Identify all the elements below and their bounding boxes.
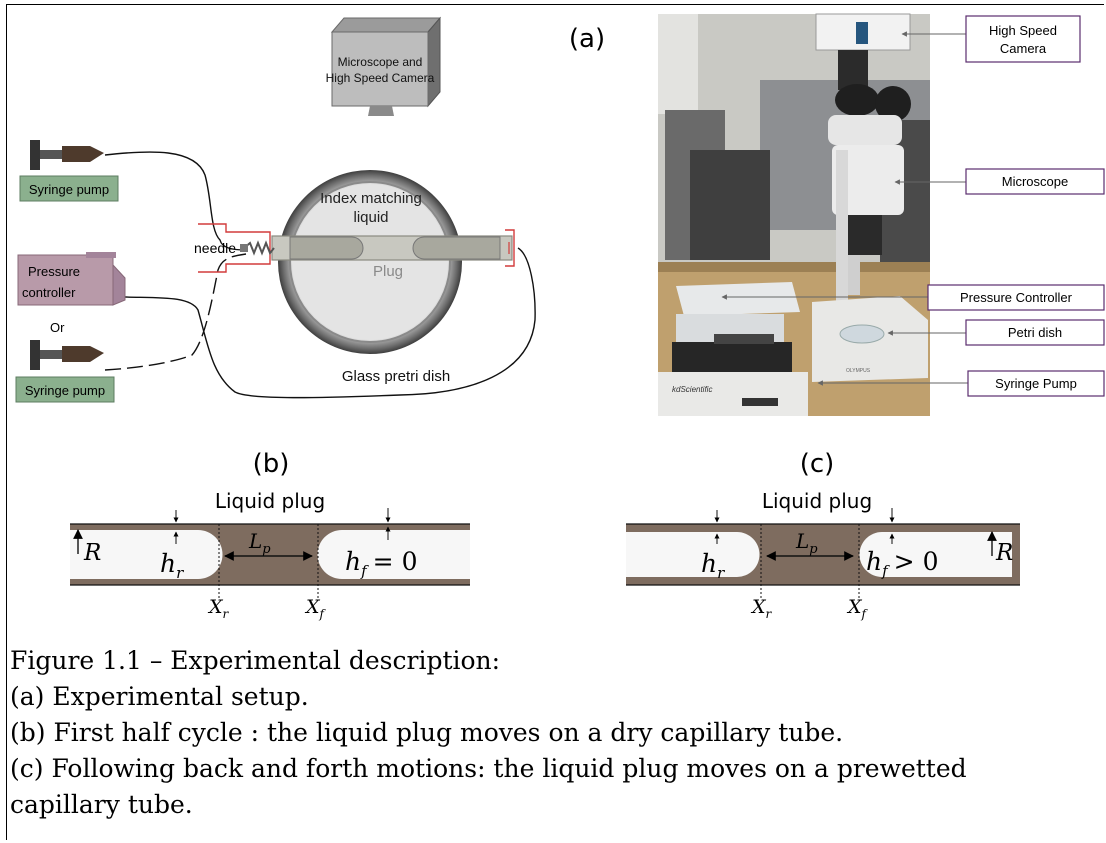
setup-photo: OLYMPUS kdScientific — [658, 13, 930, 416]
plug-c-Lp: Lp — [795, 529, 818, 557]
right-connector — [505, 229, 515, 267]
plug-diagram-b — [70, 508, 470, 600]
caption-line-1: Figure 1.1 – Experimental description: — [10, 646, 501, 675]
pressure-controller: Pressure controller — [17, 252, 126, 306]
label-microscope: Microscope — [1002, 174, 1068, 189]
caption-line-3: (b) First half cycle : the liquid plug m… — [10, 718, 844, 747]
syringe-pump-top: Syringe pump — [19, 140, 119, 202]
dish-label: Glass pretri dish — [342, 368, 450, 385]
needle-label: needle — [194, 240, 236, 256]
microscope-label-2: High Speed Camera — [326, 71, 435, 85]
plug-c-Xf: Xf — [846, 596, 869, 621]
capillary-tube — [271, 235, 513, 261]
tubing-lines — [104, 151, 536, 399]
label-high-speed-camera-2: Camera — [1000, 41, 1047, 56]
plug-b-R: R — [83, 540, 101, 566]
plug-b-hr: hr — [160, 549, 184, 582]
label-petri-dish: Petri dish — [1008, 325, 1062, 340]
microscope-camera-box: Microscope and High Speed Camera — [326, 16, 442, 116]
schematic-panel: Microscope and High Speed Camera Syringe… — [15, 16, 536, 403]
plug-b-Xf: Xf — [304, 596, 327, 621]
plug-b-hf: hf= 0 — [345, 547, 417, 580]
needle: needle — [194, 223, 275, 273]
panel-c-label: (c) — [800, 449, 835, 479]
panel-b-label: (b) — [253, 449, 290, 479]
plug-b-title: Liquid plug — [215, 489, 325, 513]
plug-c-R: R — [995, 540, 1013, 566]
microscope-label-1: Microscope and — [338, 55, 423, 69]
label-pressure-controller: Pressure Controller — [960, 290, 1073, 305]
pressure-controller-label-2: controller — [22, 285, 76, 300]
plug-c-title: Liquid plug — [762, 489, 872, 513]
plug-b-Xr: Xr — [207, 596, 230, 621]
plug-c-Xr: Xr — [750, 596, 773, 621]
caption-line-4: (c) Following back and forth motions: th… — [10, 754, 967, 783]
label-high-speed-camera-1: High Speed — [989, 23, 1057, 38]
pressure-controller-label-1: Pressure — [28, 264, 80, 279]
caption-line-2: (a) Experimental setup. — [10, 682, 309, 711]
panel-a-label: (a) — [569, 24, 605, 54]
figure-frame — [6, 4, 1104, 840]
caption-line-5: capillary tube. — [10, 790, 193, 819]
plug-diagram-c — [626, 508, 1020, 600]
kd-brand: kdScientific — [672, 385, 712, 394]
index-matching-label-2: liquid — [353, 209, 388, 226]
olympus-brand: OLYMPUS — [846, 368, 871, 374]
syringe-pump-bottom-label: Syringe pump — [25, 383, 105, 398]
or-label: Or — [50, 320, 65, 335]
petri-dish — [278, 170, 462, 354]
plug-c-hr: hr — [701, 549, 725, 582]
plug-b-Lp: Lp — [248, 529, 271, 557]
syringe-pump-bottom: Syringe pump — [15, 340, 115, 403]
photo-annotations: High Speed Camera Microscope Pressure Co… — [721, 15, 1105, 397]
plug-label: Plug — [373, 263, 403, 280]
plug-c-hf: hf> 0 — [866, 547, 938, 580]
index-matching-label-1: Index matching — [320, 190, 422, 207]
syringe-pump-top-label: Syringe pump — [29, 182, 109, 197]
label-syringe-pump: Syringe Pump — [995, 376, 1077, 391]
